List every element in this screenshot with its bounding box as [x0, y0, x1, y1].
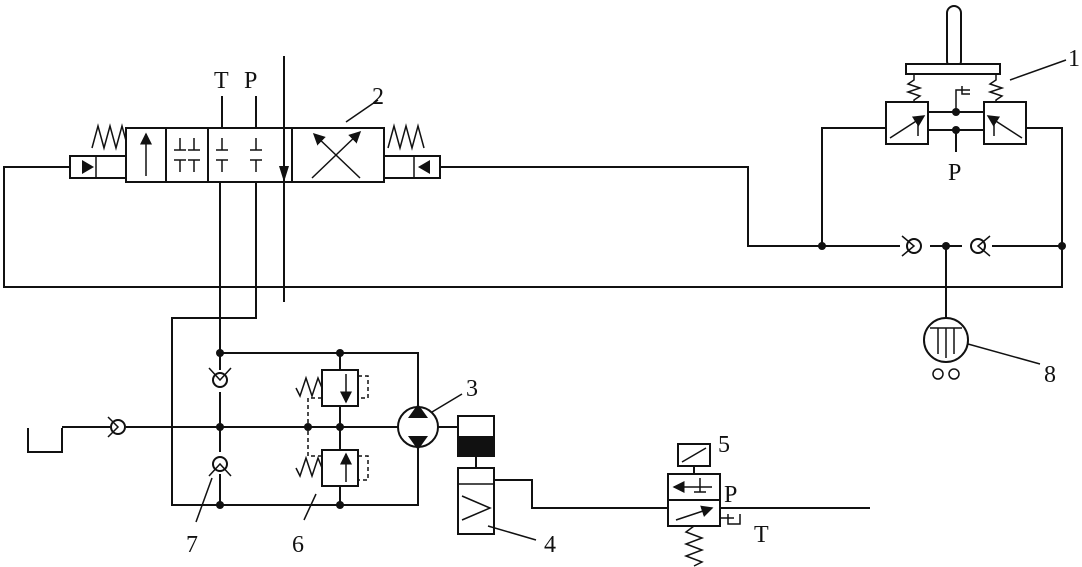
pilot-valve-1: [885, 5, 1027, 152]
component-number-4: 4: [544, 532, 556, 558]
valve-port-P-label: P: [244, 68, 257, 94]
solenoid-valve-P-label: P: [724, 482, 737, 508]
pressure-switch-8: [923, 317, 969, 380]
relief-valves-6: [295, 369, 369, 487]
component-number-6: 6: [292, 532, 304, 558]
component-number-1: 1: [1068, 46, 1080, 72]
leader-lines: [195, 59, 1067, 541]
cylinder-4: [457, 456, 668, 535]
component-number-8: 8: [1044, 362, 1056, 388]
solenoid-valve-T-label: T: [754, 522, 769, 548]
pump-3: [397, 404, 495, 457]
shuttle-check-valves: [900, 235, 992, 257]
pilot-valve-P-label: P: [948, 160, 961, 186]
check-valves-7: [208, 367, 232, 477]
component-number-2: 2: [372, 84, 384, 110]
component-number-7: 7: [186, 532, 198, 558]
component-number-3: 3: [466, 376, 478, 402]
component-number-5: 5: [718, 432, 730, 458]
solenoid-valve-5: [667, 443, 870, 567]
valve-port-T-label: T: [214, 68, 229, 94]
